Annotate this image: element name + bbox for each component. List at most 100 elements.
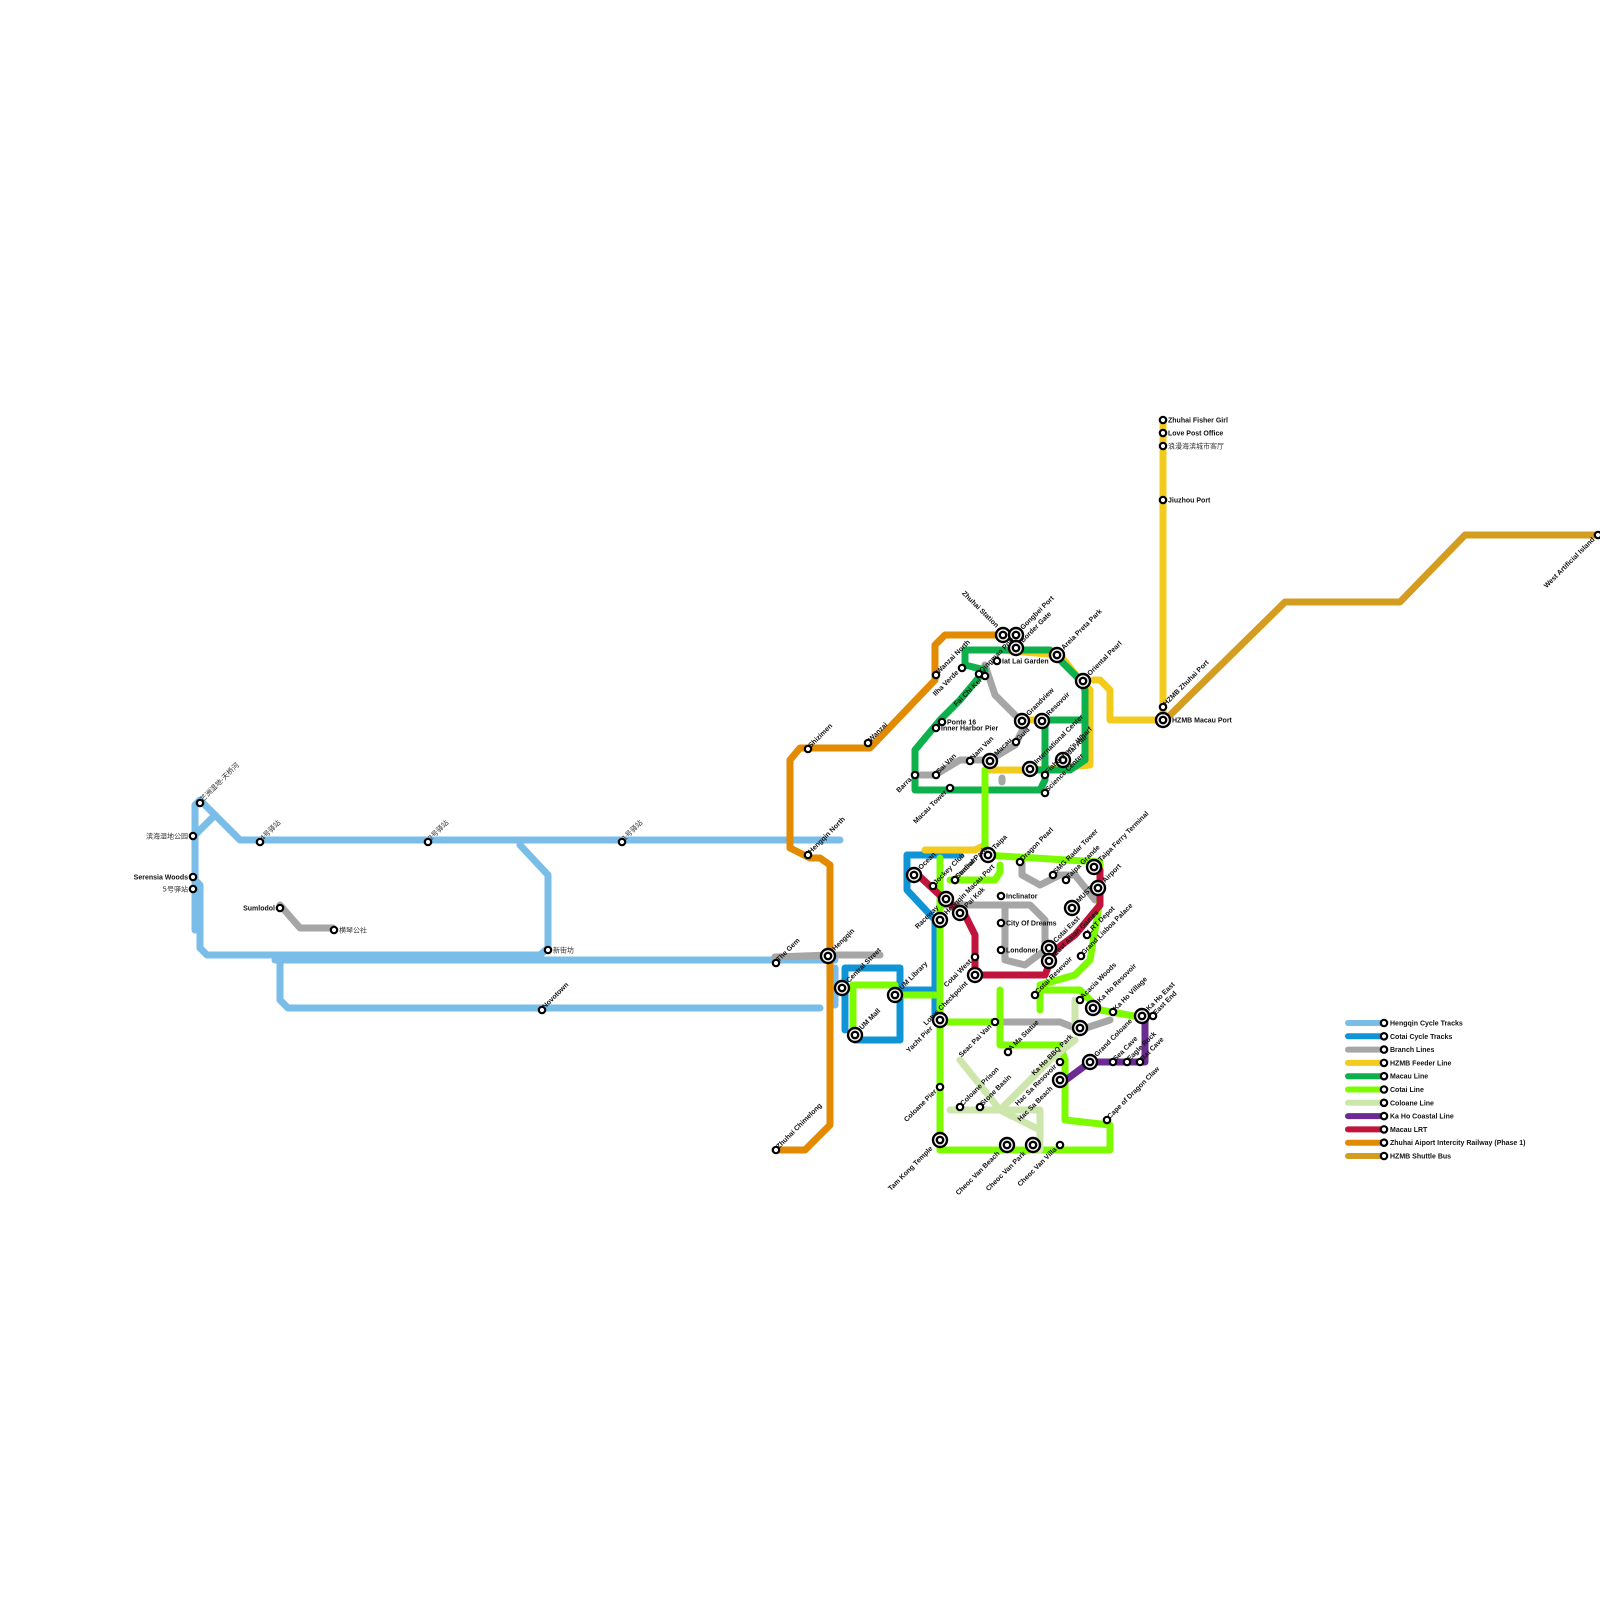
station-sai_van[interactable] bbox=[931, 770, 941, 780]
station-fai_chi_kei[interactable] bbox=[980, 671, 990, 681]
stations-layer bbox=[188, 415, 1600, 1155]
station-cape_dragon[interactable] bbox=[1102, 1115, 1112, 1125]
station-iat_lai[interactable] bbox=[992, 656, 1002, 666]
station-ka_ho_east[interactable] bbox=[1133, 1007, 1151, 1025]
station-hengqin[interactable] bbox=[819, 947, 837, 965]
station-lotus[interactable] bbox=[966, 966, 984, 984]
station-must[interactable] bbox=[1063, 899, 1081, 917]
station-macau_tower[interactable] bbox=[945, 783, 955, 793]
station-langman[interactable] bbox=[1158, 441, 1168, 451]
station-barra[interactable] bbox=[910, 770, 920, 780]
station-tam_kong[interactable] bbox=[931, 1131, 949, 1149]
station-ka_ho_resovoir[interactable] bbox=[1084, 999, 1102, 1017]
station-cheoc_park[interactable] bbox=[1024, 1136, 1042, 1154]
station-inner_harbor[interactable] bbox=[931, 723, 941, 733]
station-oriental[interactable] bbox=[1074, 672, 1092, 690]
station-ka_ho_bbq[interactable] bbox=[1071, 1019, 1089, 1037]
legend-station-marker bbox=[1379, 1032, 1389, 1041]
station-a_ma[interactable] bbox=[1003, 1047, 1013, 1057]
station-intl_center[interactable] bbox=[1021, 760, 1039, 778]
station-hzmb_macau[interactable] bbox=[1154, 711, 1172, 729]
station-2[interactable] bbox=[423, 837, 433, 847]
station-airport[interactable] bbox=[1089, 879, 1107, 897]
station-4[interactable] bbox=[255, 837, 265, 847]
station-sea_cave[interactable] bbox=[1108, 1057, 1118, 1067]
station-west_island[interactable] bbox=[1593, 530, 1600, 540]
station-thegem[interactable] bbox=[771, 958, 781, 968]
station-5[interactable] bbox=[188, 884, 198, 894]
station-inclinator[interactable] bbox=[996, 891, 1006, 901]
station-sumlodol[interactable] bbox=[275, 903, 285, 913]
station-east_end[interactable] bbox=[1148, 1011, 1158, 1021]
station-label: Londoner bbox=[1006, 948, 1039, 955]
station-stadium[interactable] bbox=[950, 875, 960, 885]
station-hengqin_north[interactable] bbox=[803, 850, 813, 860]
station-1[interactable] bbox=[617, 837, 627, 847]
station-coloane_pier[interactable] bbox=[935, 1082, 945, 1092]
station-bat_cave[interactable] bbox=[1135, 1057, 1145, 1067]
station-jockey[interactable] bbox=[928, 881, 938, 891]
station-stone_basin[interactable] bbox=[975, 1102, 985, 1112]
station-serensia[interactable] bbox=[188, 872, 198, 882]
station-wanzai_north[interactable] bbox=[931, 670, 941, 680]
station-wanzai[interactable] bbox=[863, 738, 873, 748]
station-east_asian[interactable] bbox=[1040, 952, 1058, 970]
station-gongbei[interactable] bbox=[1007, 626, 1025, 644]
station-londoner[interactable] bbox=[996, 945, 1006, 955]
station-xinjiefang[interactable] bbox=[543, 945, 553, 955]
station-resovoir[interactable] bbox=[1033, 712, 1051, 730]
station-novotown[interactable] bbox=[537, 1005, 547, 1015]
station-hengqin_gongshe[interactable] bbox=[329, 925, 339, 935]
station-areia[interactable] bbox=[1048, 646, 1066, 664]
station-coloane_prison[interactable] bbox=[955, 1102, 965, 1112]
station-cheoc_villa[interactable] bbox=[1055, 1140, 1065, 1150]
station-hengqin_macau_port[interactable] bbox=[931, 911, 949, 929]
station-smg[interactable] bbox=[1048, 870, 1058, 880]
station-science[interactable] bbox=[1040, 788, 1050, 798]
station-grand_lisboa[interactable] bbox=[1076, 951, 1086, 961]
station-ocean[interactable] bbox=[905, 866, 923, 884]
station-lrt_depot[interactable] bbox=[1082, 930, 1092, 940]
station-shizimen[interactable] bbox=[803, 744, 813, 754]
station-chimelong[interactable] bbox=[771, 1145, 781, 1155]
station-tianqiao[interactable] bbox=[195, 798, 205, 808]
station-macau[interactable] bbox=[981, 752, 999, 770]
station-city_of_dreams[interactable] bbox=[996, 918, 1006, 928]
station-eagle_rock[interactable] bbox=[1122, 1057, 1132, 1067]
station-pai_kok[interactable] bbox=[951, 904, 969, 922]
station-grand_coloane[interactable] bbox=[1081, 1053, 1099, 1071]
station-nam_van[interactable] bbox=[965, 756, 975, 766]
station-fishermans[interactable] bbox=[1040, 770, 1050, 780]
station-taipa_ferry[interactable] bbox=[1085, 858, 1103, 876]
station-ka_ho_village[interactable] bbox=[1108, 1007, 1118, 1017]
legend-item-cotai-cycle: Cotai Cycle Tracks bbox=[1345, 1032, 1452, 1041]
station-acacia[interactable] bbox=[1075, 995, 1085, 1005]
station-love_post[interactable] bbox=[1158, 428, 1168, 438]
station-um_mall[interactable] bbox=[846, 1026, 864, 1044]
station-grandview[interactable] bbox=[1013, 712, 1031, 730]
station-cotai_west[interactable] bbox=[970, 952, 980, 962]
station-yacht_pier[interactable] bbox=[931, 1011, 949, 1029]
station-dragon_pearl[interactable] bbox=[1015, 857, 1025, 867]
station-taipa[interactable] bbox=[979, 846, 997, 864]
station-border_gate[interactable] bbox=[1007, 639, 1025, 657]
station-raceway[interactable] bbox=[937, 890, 955, 908]
station-zhuhai_fisher[interactable] bbox=[1158, 415, 1168, 425]
station-cotai_resevoir[interactable] bbox=[1030, 990, 1040, 1000]
route-macau bbox=[961, 646, 1089, 774]
station-hac_sa_resovoir[interactable] bbox=[1055, 1057, 1065, 1067]
station-jiuzhou[interactable] bbox=[1158, 495, 1168, 505]
station-hac_sa_beach[interactable] bbox=[1051, 1071, 1069, 1089]
station-ilha_verde[interactable] bbox=[957, 663, 967, 673]
station-binhai[interactable] bbox=[188, 831, 198, 841]
station-central_street[interactable] bbox=[833, 979, 851, 997]
station-ponte16[interactable] bbox=[937, 717, 947, 727]
station-um_library[interactable] bbox=[886, 986, 904, 1004]
station-cheoc_beach[interactable] bbox=[998, 1136, 1016, 1154]
station-guia[interactable] bbox=[1011, 737, 1021, 747]
station-hzmb_zhuhai[interactable] bbox=[1158, 702, 1168, 712]
station-label: Guia bbox=[1015, 726, 1031, 742]
station-taipa_grande[interactable] bbox=[1061, 875, 1071, 885]
station-seac_pai_van[interactable] bbox=[990, 1017, 1000, 1027]
station-jai_alai[interactable] bbox=[1054, 751, 1072, 769]
